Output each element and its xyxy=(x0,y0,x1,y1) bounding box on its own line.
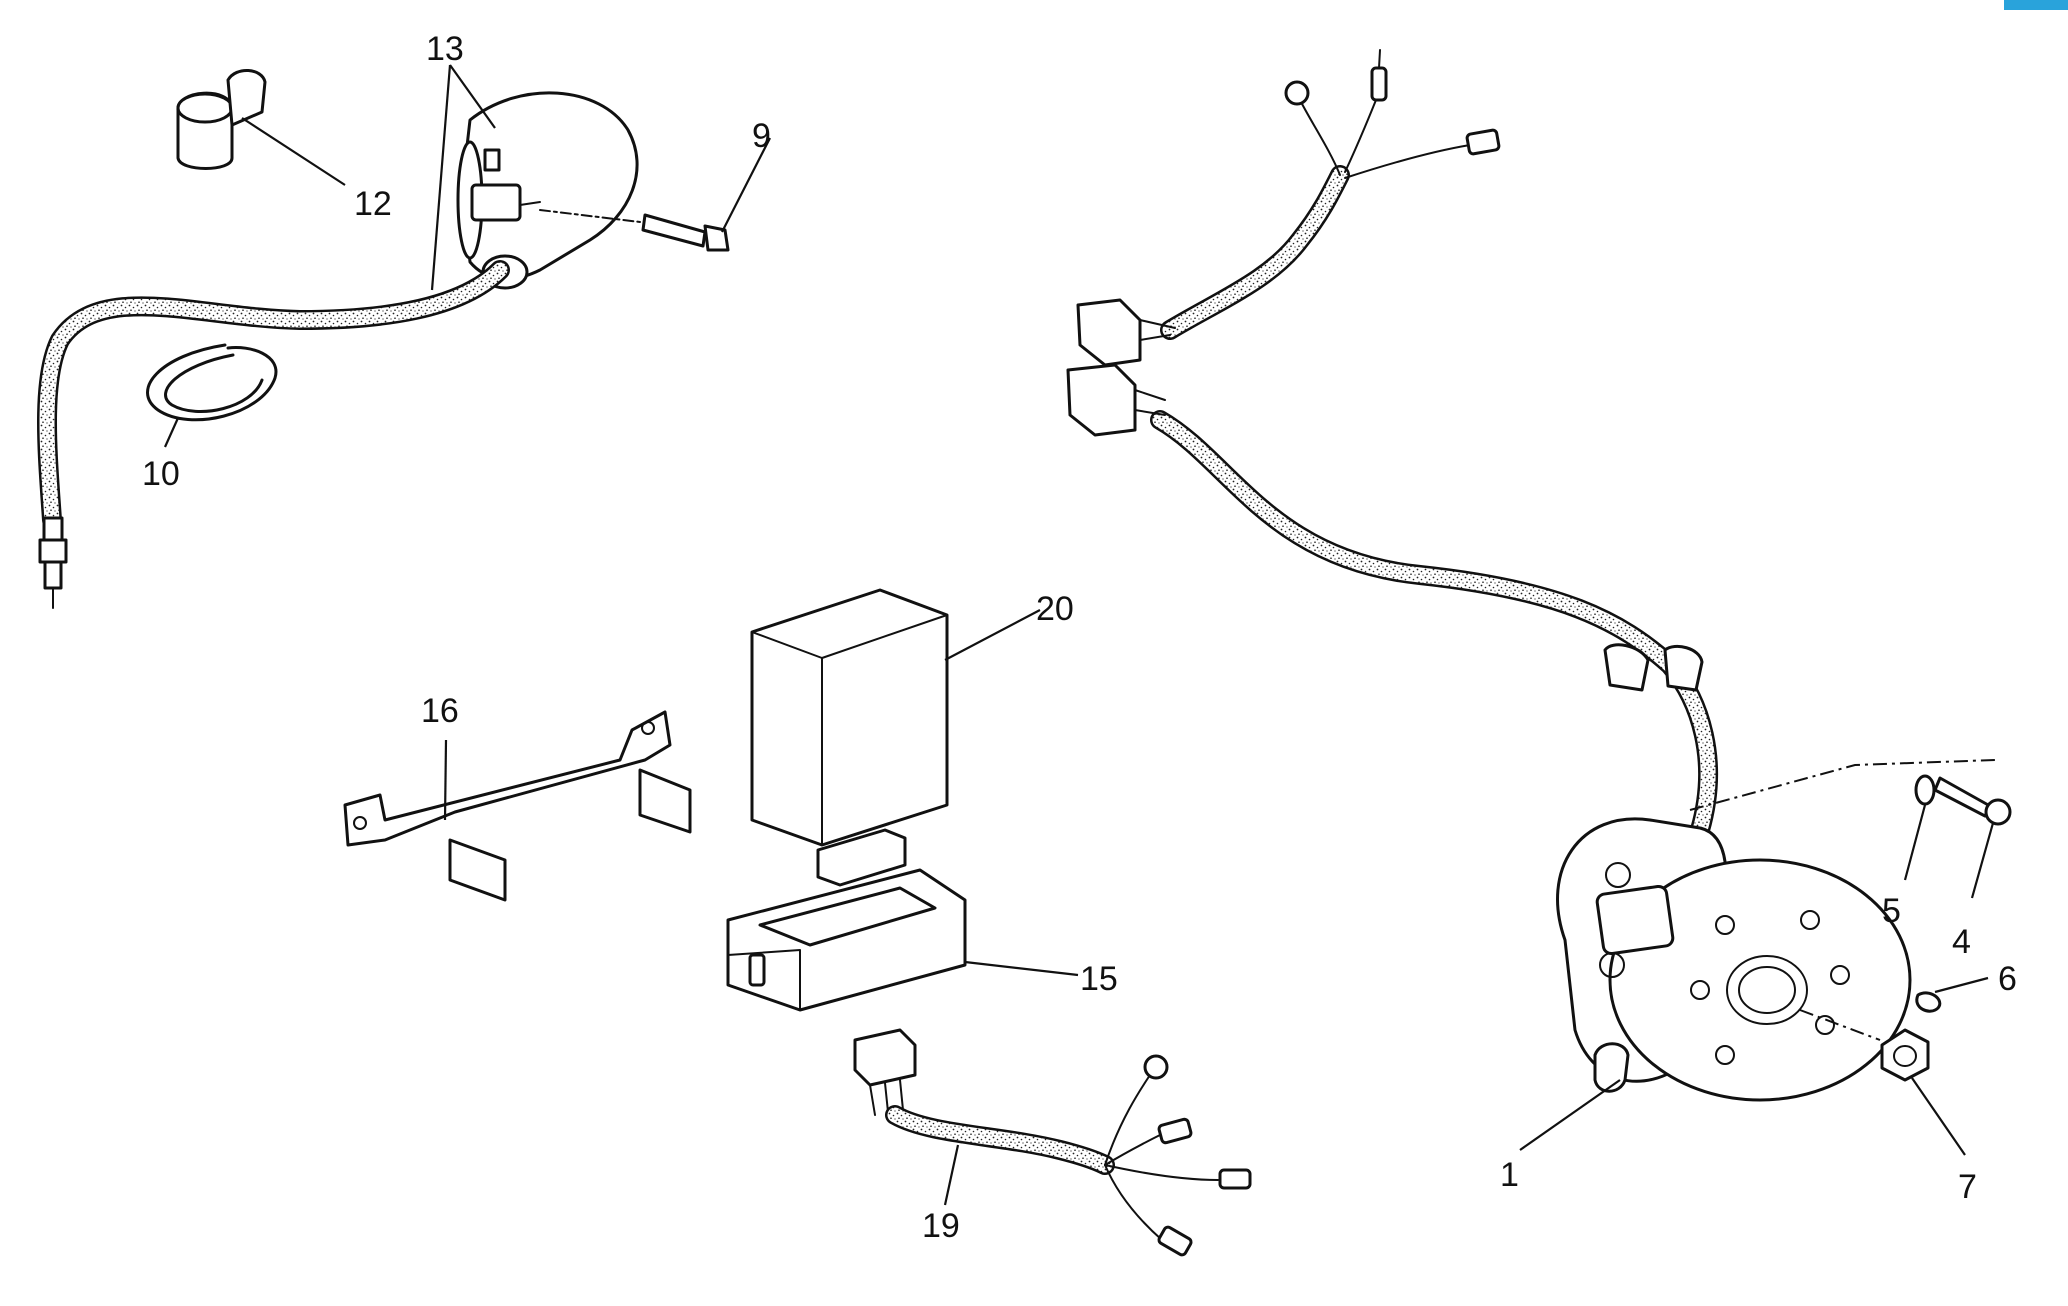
corner-accent-tab xyxy=(2004,0,2068,10)
part-washer-5 xyxy=(1914,774,1936,806)
part-ignition-coil xyxy=(456,91,639,290)
callout-16: 16 xyxy=(421,692,459,730)
part-screw-4 xyxy=(1933,776,2012,826)
leader-lines xyxy=(163,64,1995,1206)
part-key-6 xyxy=(1915,991,1942,1013)
part-ht-lead xyxy=(37,260,510,609)
part-cdi-harness xyxy=(853,1028,1252,1257)
callout-9: 9 xyxy=(752,117,771,155)
part-cdi-unit xyxy=(750,588,949,887)
part-stator-harness xyxy=(1066,49,1719,840)
part-nut-7 xyxy=(1880,1028,1930,1082)
callout-12: 12 xyxy=(354,185,392,223)
callout-6: 6 xyxy=(1998,960,2017,998)
callout-7: 7 xyxy=(1958,1168,1977,1206)
callout-4: 4 xyxy=(1952,923,1971,961)
part-cdi-holder xyxy=(726,868,967,1012)
part-flywheel-stator xyxy=(1556,817,1912,1102)
callout-10: 10 xyxy=(142,455,180,493)
callout-19: 19 xyxy=(922,1207,960,1245)
part-clip-10 xyxy=(146,343,278,422)
part-bracket xyxy=(343,710,692,902)
callout-13: 13 xyxy=(426,30,464,68)
callout-5: 5 xyxy=(1882,892,1901,930)
part-spark-plug-cap xyxy=(176,69,267,170)
callout-15: 15 xyxy=(1080,960,1118,998)
callout-1: 1 xyxy=(1500,1156,1519,1194)
callout-20: 20 xyxy=(1036,590,1074,628)
